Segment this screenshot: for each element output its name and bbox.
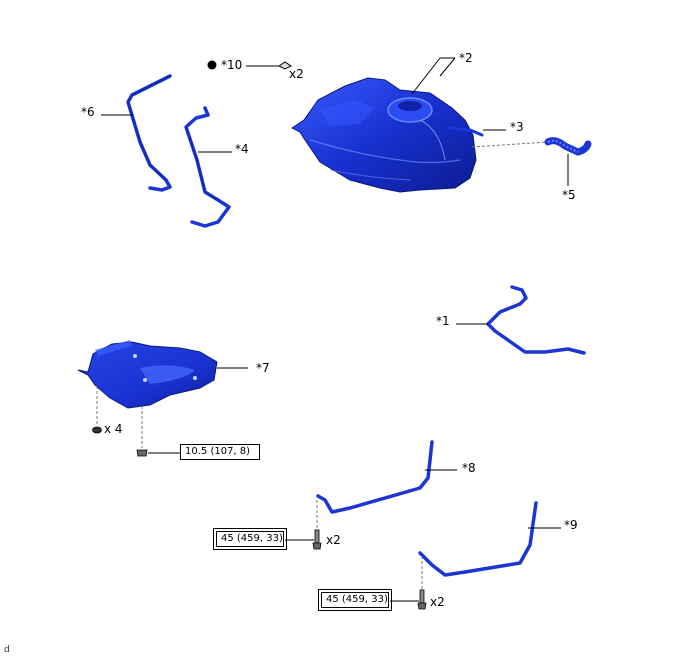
torque-spec-band-9: 45 (459, 33) bbox=[318, 589, 392, 611]
callout-6: *6 bbox=[81, 105, 95, 119]
fuel-tube-4 bbox=[184, 106, 231, 228]
bolt9-quantity: x2 bbox=[430, 595, 445, 609]
callout-9: *9 bbox=[564, 518, 578, 532]
bolt8-quantity: x2 bbox=[326, 533, 341, 547]
nut-quantity: x 4 bbox=[104, 422, 123, 436]
torque-spec-protector: 10.5 (107, 8) bbox=[180, 444, 260, 460]
callout-4: *4 bbox=[235, 142, 249, 156]
fuel-tube-1 bbox=[456, 285, 586, 355]
hose-5 bbox=[471, 137, 592, 186]
fuel-tube-6 bbox=[126, 74, 172, 192]
callout-8: *8 bbox=[462, 461, 476, 475]
callout-1: *1 bbox=[436, 314, 450, 328]
callout-5: *5 bbox=[562, 188, 576, 202]
clip-10 bbox=[207, 60, 292, 70]
fuel-tank-band-9 bbox=[390, 501, 561, 610]
fuel-tank-band-8 bbox=[285, 440, 457, 550]
torque-spec-band-8: 45 (459, 33) bbox=[213, 528, 287, 550]
protector-7 bbox=[77, 340, 248, 457]
illustration-code: d bbox=[4, 645, 10, 655]
callout-3: *3 bbox=[510, 120, 524, 134]
callout-10: *10 bbox=[221, 58, 243, 72]
callout-7: *7 bbox=[256, 361, 270, 375]
clip-quantity: x2 bbox=[289, 67, 304, 81]
fuel-tank-2 bbox=[291, 57, 506, 193]
callout-2: *2 bbox=[459, 51, 473, 65]
